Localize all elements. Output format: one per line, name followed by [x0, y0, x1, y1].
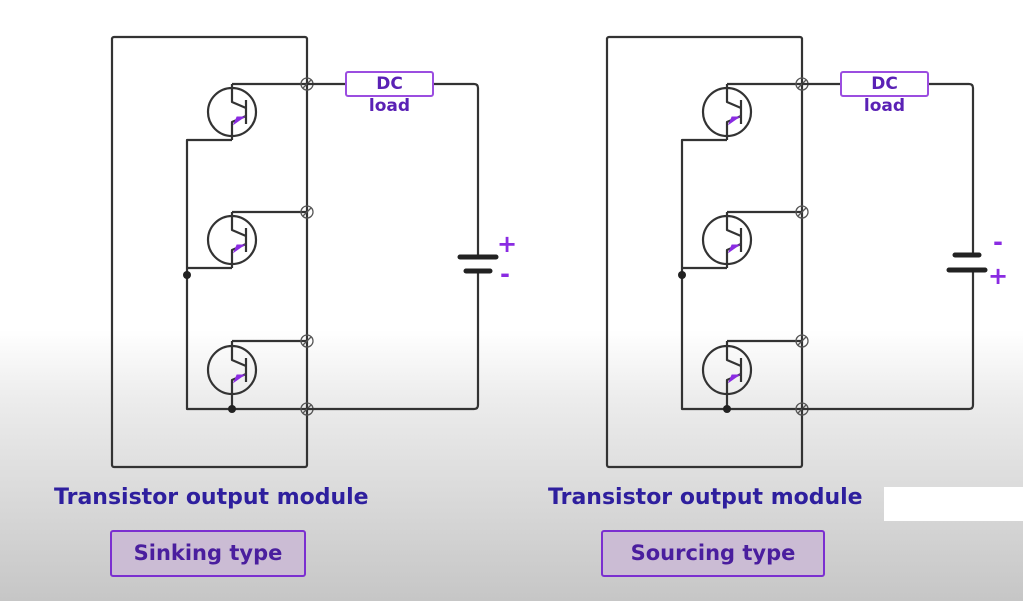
junction-dot	[183, 271, 191, 279]
battery-bottom-sign: +	[988, 262, 1009, 290]
emitter-arrow	[232, 116, 246, 126]
terminal-slash	[797, 336, 807, 346]
terminal-screw	[300, 205, 314, 219]
dc-load-box: DC load	[345, 71, 434, 116]
junction-dot	[723, 405, 731, 413]
battery-bottom-sign: -	[500, 260, 510, 288]
transistor-collector	[230, 341, 247, 368]
junction-dot	[678, 271, 686, 279]
terminal-screw	[795, 334, 809, 348]
return-wire	[307, 270, 480, 411]
module-box	[605, 35, 804, 469]
battery-top-sign: +	[497, 230, 518, 258]
sinking-type-badge: Sinking type	[110, 530, 306, 577]
terminal-slash	[797, 207, 807, 217]
module-box	[110, 35, 309, 469]
transistor-collector	[725, 84, 742, 110]
terminal-slash	[302, 207, 312, 217]
dc-load-label: DC load	[863, 74, 906, 116]
transistor-collector	[725, 341, 742, 368]
emitter-arrow	[727, 374, 741, 384]
module-title: Transistor output module	[54, 485, 369, 510]
transistor-collector	[230, 84, 247, 110]
type-label: Sourcing type	[630, 541, 796, 565]
terminal-screw	[795, 205, 809, 219]
emitter-arrow	[232, 244, 246, 254]
battery-top-sign: -	[993, 228, 1003, 256]
sourcing-type-badge: Sourcing type	[601, 530, 825, 577]
dc-load-label: DC load	[368, 74, 411, 116]
junction-dot	[228, 405, 236, 413]
load-wire	[802, 82, 975, 256]
emitter-arrow	[727, 116, 741, 126]
terminal-screw	[300, 334, 314, 348]
transistor-collector	[725, 212, 742, 238]
load-wire	[307, 82, 480, 256]
transistor-collector	[230, 212, 247, 238]
module-title: Transistor output module	[548, 485, 863, 510]
emitter-arrow	[727, 244, 741, 254]
type-label: Sinking type	[133, 541, 283, 565]
white-overlay	[884, 487, 1023, 521]
sourcing-circuit	[605, 35, 988, 469]
return-wire	[802, 270, 975, 411]
emitter-arrow	[232, 374, 246, 384]
dc-load-box: DC load	[840, 71, 929, 116]
sinking-circuit	[110, 35, 499, 469]
terminal-slash	[302, 336, 312, 346]
